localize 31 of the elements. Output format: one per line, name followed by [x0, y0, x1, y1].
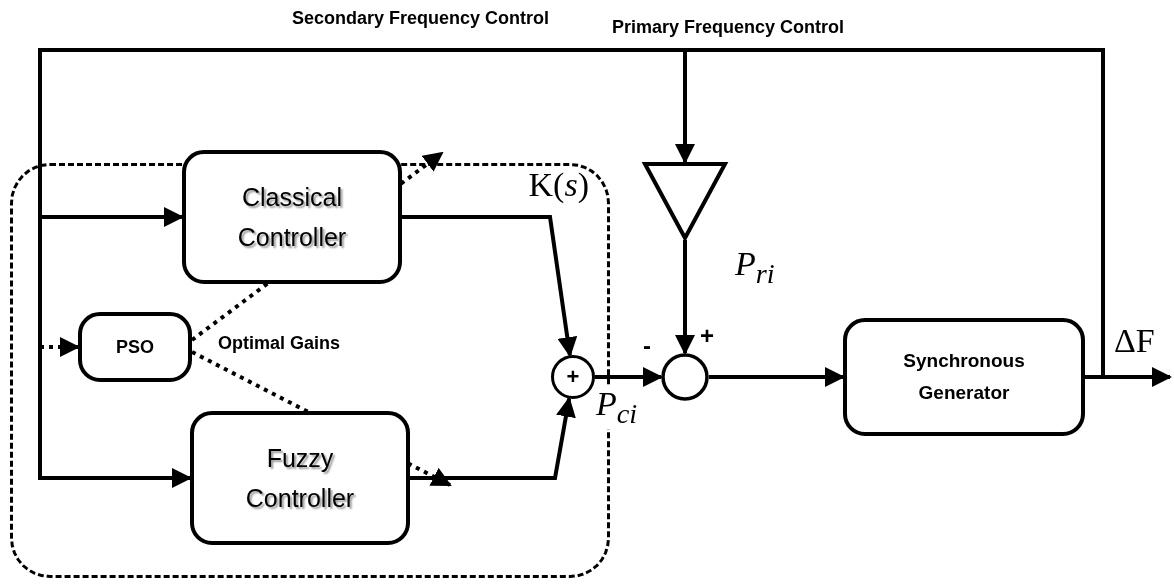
- block-label: Classical Controller: [236, 182, 348, 253]
- block-label: Synchronous Generator: [902, 348, 1026, 405]
- block-label: Fuzzy Controller: [244, 443, 356, 514]
- loop-label: Secondary Frequency Control: [292, 8, 550, 29]
- arrow: [402, 215, 578, 358]
- arrow: [410, 396, 576, 480]
- block-label: PSO: [115, 335, 155, 359]
- sign-label: -: [643, 332, 651, 360]
- controller-block: [190, 411, 410, 545]
- arrow: [675, 50, 695, 164]
- sign-label: +: [700, 322, 714, 350]
- gain-label: P$_{ri}$: [735, 245, 775, 290]
- dotted-arrow: [40, 337, 80, 357]
- controller-block: [182, 150, 402, 284]
- arrow: [709, 367, 845, 387]
- arrow: [1085, 367, 1172, 387]
- process-block: [78, 312, 192, 382]
- arrow: [675, 240, 695, 355]
- gain-triangle: [643, 162, 727, 240]
- summing-junction: [551, 355, 595, 399]
- summing-junction: [661, 353, 709, 401]
- transfer-function-label: K(s): [528, 166, 589, 204]
- arrow: [38, 217, 192, 488]
- annotation-label: Optimal Gains: [218, 333, 341, 354]
- arrow: [595, 367, 663, 387]
- signal-label: P$_{ci}$: [596, 385, 638, 429]
- connector-line: [38, 48, 685, 217]
- plus-sign: +: [566, 366, 580, 388]
- loop-label: Primary Frequency Control: [612, 17, 845, 38]
- arrow: [40, 207, 184, 227]
- process-block: [843, 318, 1085, 436]
